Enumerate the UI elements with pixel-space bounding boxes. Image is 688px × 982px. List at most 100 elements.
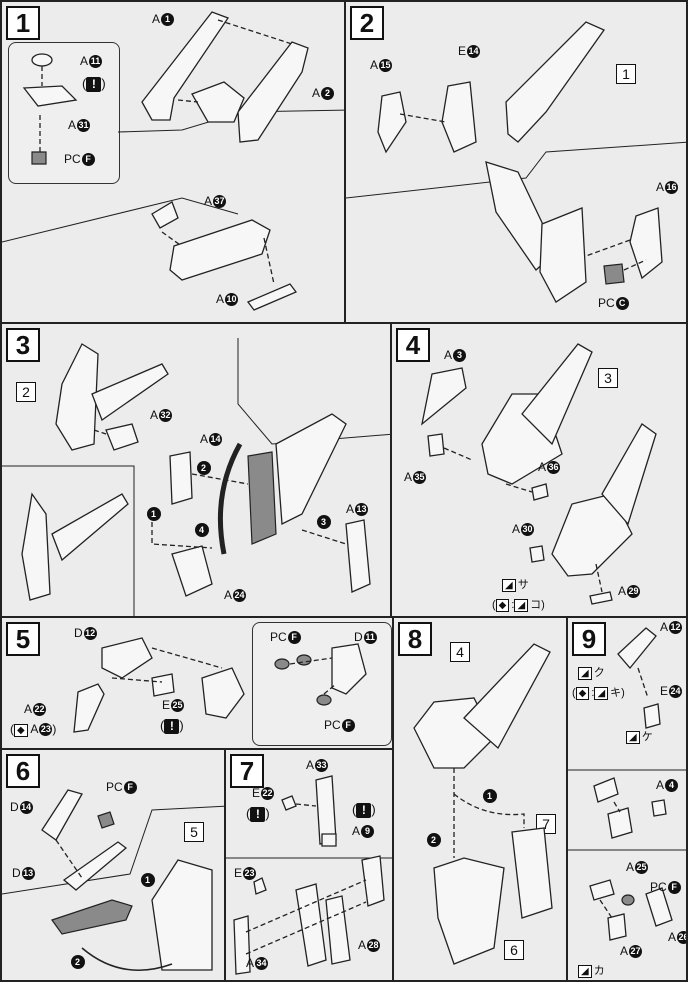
cut-symbol-ka: ◢カ <box>578 962 605 978</box>
seq-marker-1: 1 <box>483 789 497 803</box>
part-d13 <box>62 841 128 891</box>
part-a10 <box>246 283 298 311</box>
svg-text:2: 2 <box>431 835 436 845</box>
step-8-panel: 8 4 7 6 1 2 <box>392 616 568 982</box>
part-d14 <box>41 789 83 841</box>
part-a15 <box>377 91 407 154</box>
step-number: 5 <box>6 622 40 656</box>
svg-text:1: 1 <box>487 791 492 801</box>
svg-text:1: 1 <box>151 509 156 519</box>
part-a13 <box>345 519 371 593</box>
part-a34 <box>233 915 251 975</box>
step-number: 7 <box>230 754 264 788</box>
cut-symbol-ki: (◆:◢キ) <box>572 687 625 700</box>
warning-mark: (!) <box>82 76 106 93</box>
cut-symbol-ko: (◆:◢コ) <box>492 599 545 612</box>
part-e14 <box>441 81 477 153</box>
part-a12 <box>617 627 657 670</box>
step-number: 6 <box>6 754 40 788</box>
warning-mark-1: (!) <box>246 806 270 823</box>
seq-marker-2: 2 <box>197 461 211 475</box>
step-2-diagram <box>346 21 686 303</box>
step-7-diagram <box>226 775 392 975</box>
svg-text:2: 2 <box>75 957 80 967</box>
step-4-diagram <box>421 343 657 605</box>
seq-marker-1: 1 <box>147 507 161 521</box>
seq-marker-3: 3 <box>317 515 331 529</box>
svg-text:4: 4 <box>199 525 204 535</box>
part-a16 <box>629 207 663 280</box>
ref-step-4: 4 <box>450 642 470 662</box>
ref-step-6: 6 <box>504 940 524 960</box>
part-a3 <box>421 367 467 426</box>
svg-text:1: 1 <box>145 875 150 885</box>
seq-marker-2: 2 <box>427 833 441 847</box>
step-number: 2 <box>350 6 384 40</box>
part-a14 <box>169 451 193 505</box>
step-1-diagram <box>2 11 344 311</box>
part-a32 <box>105 423 139 451</box>
part-a30 <box>529 545 545 563</box>
part-a37 <box>151 201 179 229</box>
part-a26 <box>645 887 673 927</box>
ref-step-3: 3 <box>598 368 618 388</box>
part-a27 <box>607 913 627 941</box>
cut-symbol-ku: ◢ク <box>578 664 605 680</box>
step-5-diagram <box>73 637 367 733</box>
part-a1 <box>141 11 229 121</box>
step-3-diagram: 1 2 3 4 <box>2 338 390 616</box>
step-6-diagram: 1 2 <box>2 789 224 971</box>
detail-inset <box>8 42 120 184</box>
step-number: 8 <box>398 622 432 656</box>
step-number: 4 <box>396 328 430 362</box>
svg-text:2: 2 <box>201 463 206 473</box>
svg-text:3: 3 <box>321 517 326 527</box>
part-a2 <box>237 41 309 143</box>
part-a36 <box>531 483 549 501</box>
ref-step-5: 5 <box>184 822 204 842</box>
